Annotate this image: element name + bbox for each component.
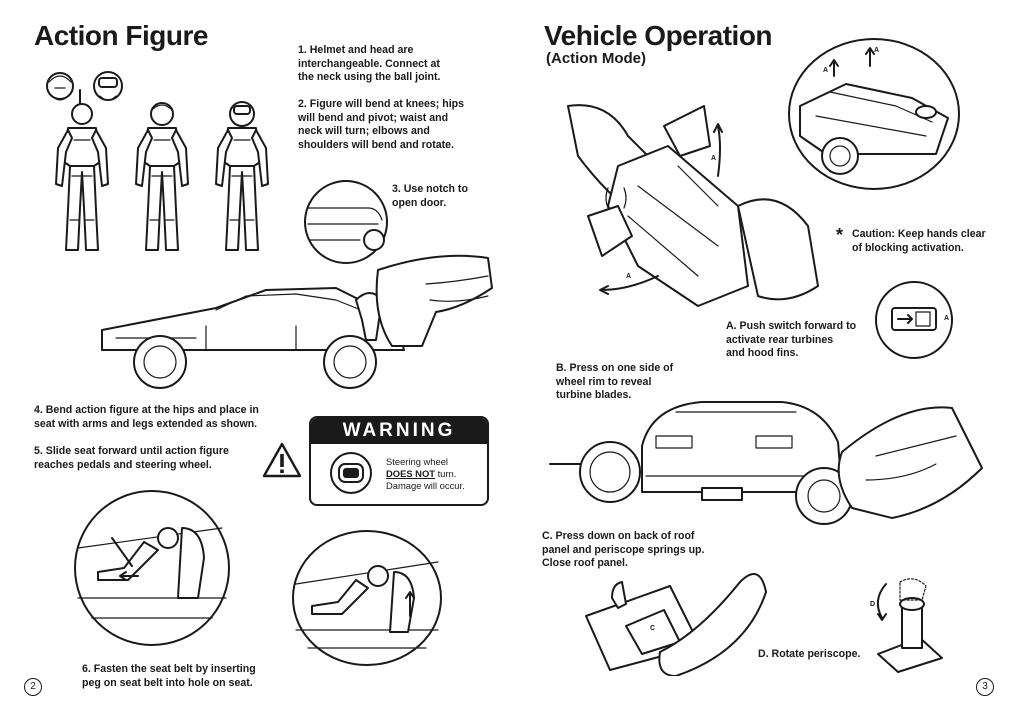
asterisk-icon: * [836,225,844,245]
step-4-text: 4. Bend action figure at the hips and pl… [34,404,259,430]
warning-text: Steering wheel DOES NOT turn. Damage wil… [386,456,484,492]
callout-a-top-1: A [874,47,880,54]
helmet-steering-icon [330,452,372,494]
step-b-text: B. Press on one side of wheel rim to rev… [556,362,674,402]
callout-a-rear: A [626,273,632,280]
callout-c: C [650,625,656,632]
right-page-subtitle: (Action Mode) [546,50,646,67]
interior-seat-slide-circle [74,490,230,646]
warning-line-2-suffix: turn. [434,468,457,479]
step-a-text: A. Push switch forward to activate rear … [726,320,857,360]
right-page-title: Vehicle Operation [544,20,773,51]
periscope-rotate-illustration [876,578,943,673]
warning-box: WARNING Steering wheel DOES NOT turn. Da… [309,416,489,506]
warning-heading: WARNING [311,418,487,444]
step-5-text: 5. Slide seat forward until action figur… [34,445,229,471]
page-number-left: 2 [24,678,42,696]
door-notch-detail-circle [304,180,388,264]
warning-line-2: DOES NOT turn. [386,468,484,480]
hands-holding-vehicle-illustration [567,104,819,307]
page-number-right: 3 [976,678,994,696]
step-2-text: 2. Figure will bend at knees; hips will … [298,98,465,151]
warning-emphasis: DOES NOT [386,468,435,479]
step-d-text: D. Rotate periscope. [758,648,861,660]
warning-line-1: Steering wheel [386,456,449,467]
roof-panel-periscope-illustration [585,573,767,676]
warning-line-3: Damage will occur. [386,480,465,491]
car-hood-fins-circle [788,38,960,190]
step-3-text: 3. Use notch to open door. [392,183,468,209]
car-side-with-figure-illustration [101,254,493,389]
interior-seatbelt-circle [292,530,442,666]
caution-text: Caution: Keep hands clear of blocking ac… [852,228,986,254]
step-c-text: C. Press down on back of roof panel and … [542,530,705,570]
callout-a-top-2: A [823,67,829,74]
action-figures-illustration [55,101,269,251]
vehicle-rear-wheel-illustration [549,401,983,525]
step-6-text: 6. Fasten the seat belt by inserting peg… [82,663,256,689]
step-1-text: 1. Helmet and head are interchangeable. … [298,44,441,84]
left-page-title: Action Figure [34,20,208,51]
switch-detail-circle [875,281,953,359]
callout-d: D [870,601,876,608]
callout-a-switch: A [944,315,950,322]
callout-a-hood: A [711,155,717,162]
warning-triangle-icon [262,442,302,478]
